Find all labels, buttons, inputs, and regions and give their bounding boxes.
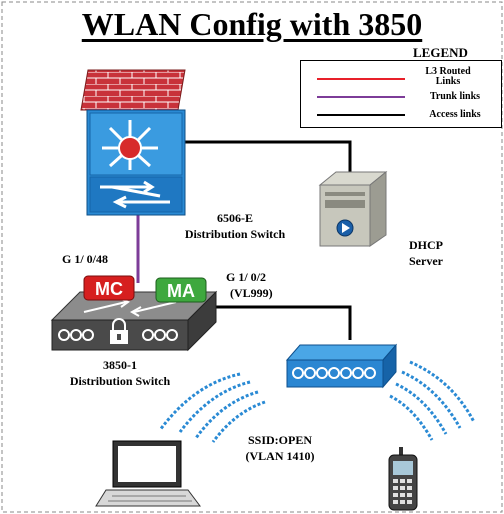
- dhcp-label-line1: DHCP: [409, 238, 443, 252]
- legend-swatch-access: [317, 114, 405, 116]
- legend: L3 Routed Links Trunk links Access links: [300, 60, 502, 128]
- legend-title: LEGEND: [413, 45, 468, 60]
- legend-label-trunk: Trunk links: [429, 91, 481, 102]
- access-switch-role: Distribution Switch: [69, 374, 171, 388]
- access-port-label: G 1/ 0/2: [226, 270, 267, 284]
- wireless-signal-left: [158, 372, 266, 443]
- legend-label-l3: L3 Routed Links: [425, 66, 471, 87]
- port-pattern: [58, 329, 178, 341]
- legend-label-access: Access links: [429, 109, 481, 120]
- dhcp-label-line2: Server: [409, 254, 443, 268]
- wireless-signal-right: [389, 360, 476, 441]
- firewall-icon: [80, 69, 186, 111]
- mc-badge: [83, 275, 135, 301]
- access-link-dhcp: [185, 140, 352, 172]
- mc-badge-text: MC: [95, 279, 123, 299]
- page-title: WLAN Config with 3850: [81, 6, 423, 42]
- mobile-phone-icon: [388, 447, 418, 511]
- access-switch-name: 3850-1: [103, 358, 137, 372]
- access-link-ap: [215, 305, 352, 340]
- switch-arrows-icon: [100, 180, 170, 209]
- legend-swatch-trunk: [317, 96, 405, 98]
- ssid-vlan: (VLAN 1410): [245, 449, 315, 463]
- access-port-vlan: (VL999): [230, 286, 273, 300]
- access-point-icon: [285, 343, 398, 389]
- dhcp-server-icon: [318, 170, 388, 247]
- ssid-name: SSID:OPEN: [247, 433, 312, 447]
- ma-badge-text: MA: [167, 281, 195, 301]
- dist-switch-role: Distribution Switch: [184, 227, 286, 241]
- uplink-port-label: G 1/ 0/48: [62, 252, 109, 266]
- lock-icon: [110, 318, 128, 344]
- ma-badge: [155, 277, 207, 303]
- dist-switch-name: 6506-E: [217, 211, 253, 225]
- distribution-switch-6506e: [80, 69, 186, 216]
- legend-swatch-l3: [317, 78, 405, 80]
- laptop-icon: [95, 440, 201, 507]
